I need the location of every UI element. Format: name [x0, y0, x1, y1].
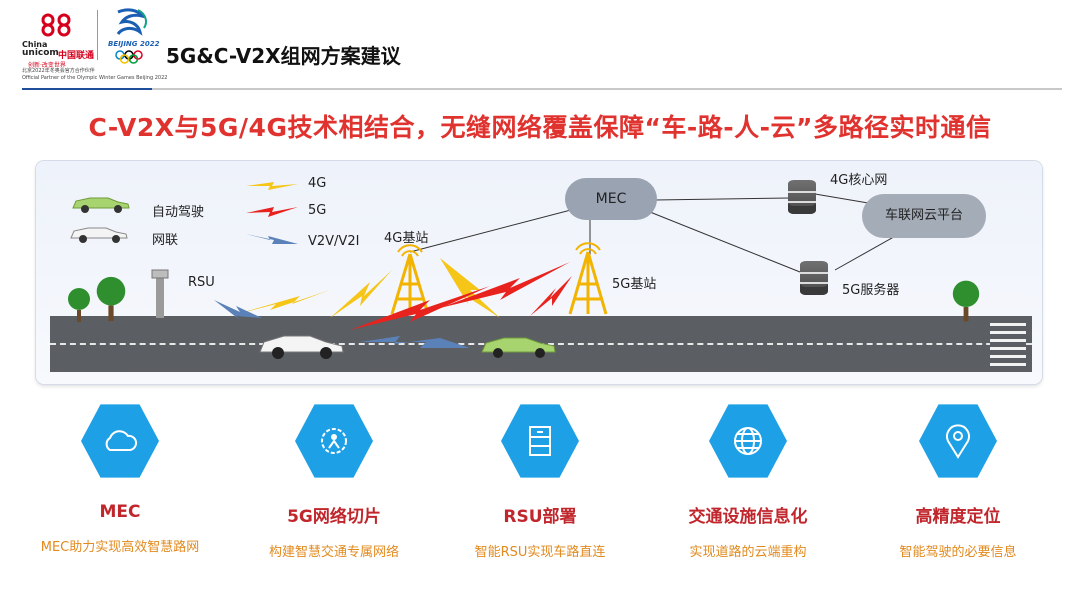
feature-hex — [295, 404, 373, 478]
rsu-label: RSU — [188, 275, 215, 290]
v2v-beam-cars — [360, 336, 470, 348]
brand-cn: 中国联通 — [58, 51, 95, 61]
partner-line-cn: 北京2022年冬奥会官方合作伙伴 — [22, 68, 95, 74]
feature-desc: 智能RSU实现车路直连 — [474, 545, 606, 560]
cloud-icon — [105, 430, 138, 451]
winter-olympics-emblem-icon — [116, 8, 147, 36]
feature-hex — [501, 404, 579, 478]
4g-base-station-label: 4G基站 — [384, 231, 429, 246]
autonomous-car-icon — [72, 197, 130, 213]
signal-5g-icon — [246, 207, 298, 217]
cabinet-icon — [529, 426, 551, 456]
cloud-platform: 车联网云平台 — [862, 194, 986, 238]
signal-4g-icon — [246, 182, 298, 190]
feature-title: 高精度定位 — [915, 507, 1001, 527]
5g-server-database-icon — [800, 261, 828, 295]
tree-icon — [68, 288, 90, 322]
feature-hex — [919, 404, 997, 478]
connected-car-on-road — [259, 335, 344, 359]
brand-en: unicom — [22, 48, 59, 58]
crosswalk — [990, 318, 1026, 370]
legend-autonomous-label: 自动驾驶 — [152, 205, 205, 220]
4g-beam-rsu — [230, 290, 330, 316]
beijing-2022-emblem: BEIJING 2022 — [108, 6, 164, 64]
globe-icon — [734, 427, 762, 455]
5g-beam-3 — [530, 276, 572, 316]
feature-desc: 构建智慧交通专属网络 — [268, 545, 399, 560]
partner-line-en: Official Partner of the Olympic Winter G… — [22, 75, 168, 81]
feature-desc: MEC助力实现高效智慧路网 — [40, 540, 200, 555]
brand-en-top: China — [22, 40, 48, 49]
olympic-label: BEIJING 2022 — [108, 40, 160, 48]
feature-mec: MEC MEC助力实现高效智慧路网 — [30, 402, 210, 555]
unicom-knot-icon — [41, 13, 71, 37]
legend-connected-label: 网联 — [152, 233, 179, 248]
5g-server-label: 5G服务器 — [842, 283, 900, 298]
link-mec-server — [649, 211, 801, 273]
5g-base-station-icon — [568, 242, 608, 315]
4g-beam-car — [330, 270, 392, 318]
logo-divider — [97, 10, 98, 60]
mec-label: MEC — [595, 191, 627, 207]
signal-v2v-icon — [246, 234, 298, 244]
v2v-beam-rsu — [214, 300, 262, 320]
olympic-rings-icon — [115, 50, 143, 64]
feature-rsu: RSU部署 智能RSU实现车路直连 — [450, 402, 630, 560]
feature-title: RSU部署 — [503, 507, 577, 527]
feature-positioning: 高精度定位 智能驾驶的必要信息 — [868, 402, 1048, 560]
link-4g-bs-mec — [409, 204, 591, 253]
feature-5g-slicing: 5G网络切片 构建智慧交通专属网络 — [244, 402, 424, 560]
feature-desc: 智能驾驶的必要信息 — [899, 545, 1017, 560]
brand-slogan: 创新·改变世界 — [28, 62, 66, 69]
4g-core-database-icon — [788, 180, 816, 214]
rsu-pole-icon — [151, 269, 169, 318]
title-divider — [22, 88, 1062, 90]
partner-text: 北京2022年冬奥会官方合作伙伴 Official Partner of the… — [22, 68, 242, 82]
connected-car-icon — [70, 227, 128, 243]
title-divider-accent — [22, 88, 152, 90]
legend-5g-label: 5G — [308, 203, 327, 218]
mec-cloud: MEC — [565, 178, 657, 220]
tree-icon — [952, 280, 980, 322]
4g-core-label: 4G核心网 — [830, 173, 888, 188]
5g-base-station-label: 5G基站 — [612, 277, 657, 292]
feature-title: 5G网络切片 — [287, 507, 381, 527]
feature-desc: 实现道路的云端重构 — [689, 545, 807, 560]
tree-icon — [96, 276, 126, 322]
location-pin-icon — [946, 424, 970, 459]
feature-title: MEC — [99, 502, 141, 522]
china-unicom-logo: China unicom 中国联通 创新·改变世界 — [22, 12, 94, 72]
cloud-platform-label: 车联网云平台 — [884, 208, 963, 223]
feature-traffic-info: 交通设施信息化 实现道路的云端重构 — [658, 402, 838, 560]
autonomous-car-on-road — [481, 337, 556, 358]
network-slice-icon — [321, 428, 347, 454]
page-title: 5G&C-V2X组网方案建议 — [166, 44, 401, 68]
legend-v2v-label: V2V/V2I — [308, 234, 360, 249]
5g-beam-1 — [350, 286, 490, 330]
feature-hex — [81, 404, 159, 478]
legend-4g-label: 4G — [308, 176, 327, 191]
feature-hex — [709, 404, 787, 478]
link-mec-core — [654, 197, 791, 201]
feature-title: 交通设施信息化 — [688, 507, 808, 527]
5g-beam-2 — [440, 262, 570, 308]
4g-base-station-icon — [390, 244, 430, 315]
4g-beam-tower — [440, 258, 500, 318]
headline: C-V2X与5G/4G技术相结合，无缝网络覆盖保障“车-路-人-云”多路径实时通… — [88, 113, 992, 142]
